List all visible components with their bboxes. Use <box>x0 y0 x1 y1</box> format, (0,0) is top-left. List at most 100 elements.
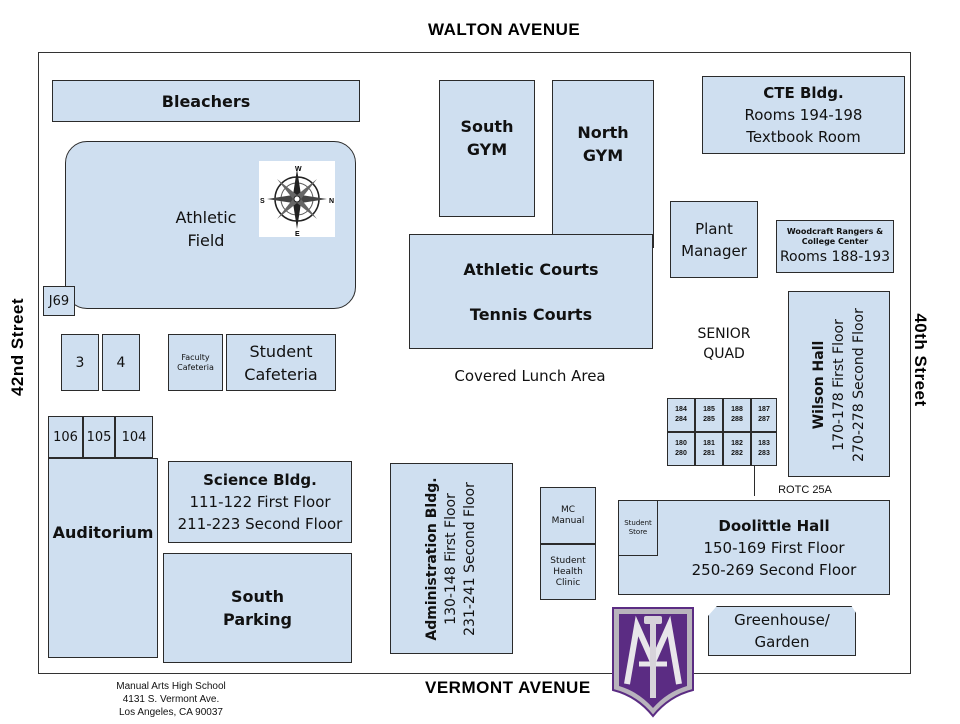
j69-label: J69 <box>48 293 70 309</box>
room-4[interactable]: 4 <box>102 334 140 391</box>
woodcraft-rangers-college-center[interactable]: Woodcraft Rangers & College Center Rooms… <box>776 220 894 273</box>
science-title: Science Bldg. <box>203 471 317 489</box>
compass-n: N <box>329 198 334 205</box>
wilson-second-floor: 270-278 Second Floor <box>851 308 867 462</box>
faculty-cafeteria-line1: Faculty <box>181 352 210 362</box>
doolittle-title: Doolittle Hall <box>718 516 830 535</box>
compass-s: S <box>260 198 265 205</box>
compass-e: E <box>295 231 300 237</box>
south-gym[interactable]: South GYM <box>439 80 535 217</box>
administration-title: Administration Bldg. <box>423 477 440 641</box>
faculty-cafeteria[interactable]: Faculty Cafeteria <box>168 334 223 391</box>
greenhouse-line2: Garden <box>754 633 810 651</box>
north-gym-line1: North <box>577 123 629 142</box>
student-store-line1: Student <box>624 519 652 527</box>
administration-text: Administration Bldg. 130-148 First Floor… <box>424 464 478 654</box>
tennis-courts-label: Tennis Courts <box>469 304 593 324</box>
compass-rose-icon: W N S E <box>259 161 335 238</box>
administration-building[interactable] <box>390 463 513 654</box>
greenhouse-line1: Greenhouse/ <box>734 611 830 629</box>
building-j69[interactable]: J69 <box>43 286 75 316</box>
administration-first-floor: 130-148 First Floor <box>442 493 459 625</box>
student-cafeteria-line2: Cafeteria <box>244 364 318 384</box>
street-walton-avenue: WALTON AVENUE <box>428 20 581 39</box>
room-3[interactable]: 3 <box>61 334 99 391</box>
athletic-field-line1: Athletic <box>175 208 237 227</box>
senior-quad: SENIOR QUAD <box>686 324 762 364</box>
woodcraft-line2: College Center <box>801 236 869 246</box>
street-vermont-avenue: VERMONT AVENUE <box>425 678 591 697</box>
room-105-label: 105 <box>86 429 112 445</box>
room-104[interactable]: 104 <box>115 416 153 458</box>
bleachers-label: Bleachers <box>161 91 251 111</box>
mc-manual[interactable]: MC Manual <box>540 487 596 544</box>
student-cafeteria[interactable]: Student Cafeteria <box>226 334 336 391</box>
address-line2: 4131 S. Vermont Ave. <box>122 694 220 705</box>
room-184: 184 <box>675 406 687 413</box>
school-logo-icon: MA <box>609 604 697 720</box>
north-gym[interactable]: North GYM <box>552 80 654 248</box>
south-parking[interactable]: South Parking <box>163 553 352 663</box>
health-clinic-line1: Student <box>550 555 586 566</box>
room-280: 280 <box>675 450 687 457</box>
greenhouse-garden[interactable]: Greenhouse/ Garden <box>708 606 856 656</box>
senior-quad-line1: SENIOR <box>697 326 751 342</box>
doolittle-hall[interactable]: Doolittle Hall 150-169 First Floor 250-2… <box>618 500 890 595</box>
plant-manager-line1: Plant <box>695 219 733 238</box>
cte-rooms: Rooms 194-198 <box>744 106 863 124</box>
room-288: 288 <box>731 416 743 423</box>
student-store-line2: Store <box>628 528 648 536</box>
plant-manager-line2: Manager <box>681 241 747 260</box>
wilson-hall[interactable] <box>788 291 890 477</box>
room-284: 284 <box>675 416 687 423</box>
cte-building[interactable]: CTE Bldg. Rooms 194-198 Textbook Room <box>702 76 905 154</box>
mc-manual-line2: Manual <box>551 515 585 526</box>
plant-manager[interactable]: Plant Manager <box>670 201 758 278</box>
science-first-floor: 111-122 First Floor <box>189 493 331 511</box>
room-282: 282 <box>731 450 743 457</box>
south-gym-line2: GYM <box>466 140 508 159</box>
room-287: 287 <box>758 416 770 423</box>
room-188: 188 <box>731 406 743 413</box>
covered-lunch-area: Covered Lunch Area <box>454 367 606 385</box>
athletic-field-line2: Field <box>187 231 225 250</box>
student-store[interactable]: Student Store <box>618 500 658 556</box>
street-40th: 40th Street <box>911 313 930 407</box>
student-cafeteria-line1: Student <box>249 341 313 361</box>
room-105[interactable]: 105 <box>83 416 115 458</box>
room-106[interactable]: 106 <box>48 416 83 458</box>
bleachers[interactable]: Bleachers <box>52 80 360 122</box>
doolittle-first-floor: 150-169 First Floor <box>703 538 845 557</box>
room-187: 187 <box>758 406 770 413</box>
science-building[interactable]: Science Bldg. 111-122 First Floor 211-22… <box>168 461 352 543</box>
room-106-label: 106 <box>53 429 78 445</box>
address-line1: Manual Arts High School <box>116 681 226 692</box>
cte-title: CTE Bldg. <box>763 84 844 102</box>
wilson-title: Wilson Hall <box>811 340 827 430</box>
south-gym-line1: South <box>460 117 514 136</box>
administration-second-floor: 231-241 Second Floor <box>461 482 478 636</box>
school-address: Manual Arts High School 4131 S. Vermont … <box>96 680 246 719</box>
athletic-tennis-courts[interactable]: Athletic Courts Tennis Courts <box>409 234 653 349</box>
health-clinic-line2: Health <box>553 566 583 577</box>
mc-manual-line1: MC <box>560 504 576 515</box>
health-clinic-line3: Clinic <box>555 577 581 588</box>
auditorium-label: Auditorium <box>52 523 154 542</box>
auditorium[interactable]: Auditorium <box>48 458 158 658</box>
room-281: 281 <box>703 450 715 457</box>
address-line3: Los Angeles, CA 90037 <box>119 707 223 718</box>
student-health-clinic[interactable]: Student Health Clinic <box>540 544 596 600</box>
room-180: 180 <box>675 440 687 447</box>
room-185: 185 <box>703 406 715 413</box>
senior-quad-line2: QUAD <box>703 346 745 362</box>
woodcraft-rooms: Rooms 188-193 <box>779 248 891 265</box>
room-4-label: 4 <box>116 354 126 371</box>
